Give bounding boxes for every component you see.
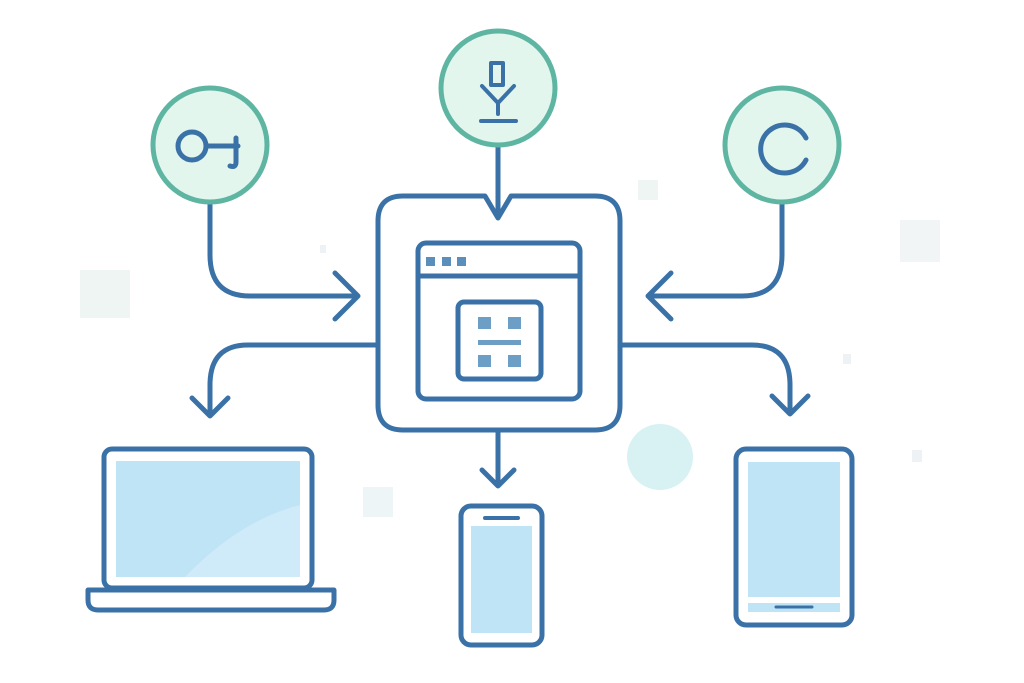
laptop [85, 446, 337, 613]
sync-icon [758, 122, 809, 176]
key-to-hub-arrow [207, 200, 361, 322]
sync-to-hub-arrow [645, 200, 785, 322]
smartphone [458, 503, 545, 648]
decor-square [900, 220, 940, 262]
decor-square [912, 450, 922, 462]
key-icon [175, 129, 241, 169]
decor-circle [627, 424, 693, 490]
hub-to-tablet-arrow [617, 342, 811, 417]
key-node [150, 85, 270, 205]
hub-to-phone-arrow [479, 427, 517, 489]
laptop-base [85, 587, 337, 613]
decor-square [638, 180, 658, 200]
sync-node [722, 85, 842, 205]
download-icon [479, 61, 518, 123]
background-decorations [80, 180, 940, 517]
app-hub [375, 193, 623, 433]
tablet [733, 446, 855, 628]
window-controls [426, 257, 466, 266]
decor-square [843, 354, 851, 364]
download-node [438, 28, 558, 148]
decor-square [80, 270, 130, 318]
decor-square [320, 245, 326, 253]
connectors [189, 144, 811, 489]
grid-cells [478, 317, 521, 367]
decor-square [363, 487, 393, 517]
hub-to-laptop-arrow [189, 342, 381, 419]
